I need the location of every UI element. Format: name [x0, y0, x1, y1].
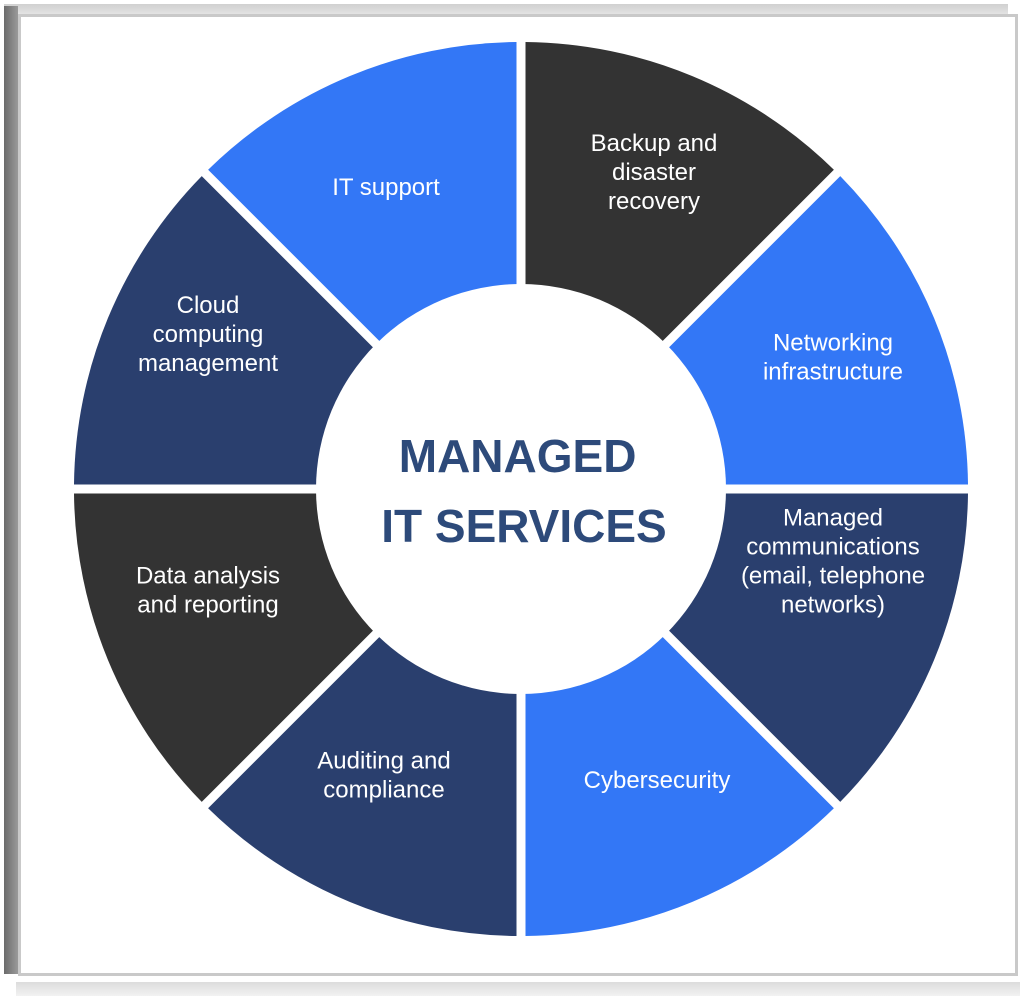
segment-label-communications-line-2: communications: [746, 534, 919, 561]
segment-auditing: [208, 598, 517, 936]
frame-shadow-left: [4, 6, 18, 974]
center-title-line-1: MANAGED: [399, 430, 637, 482]
segment-label-cybersecurity: Cybersecurity: [584, 767, 731, 794]
segment-communications: [630, 493, 968, 802]
segment-label-cloud-line-2: computing: [153, 321, 264, 348]
center-title: MANAGED IT SERVICES: [381, 430, 666, 552]
frame-shadow-bottom: [16, 982, 1020, 996]
segment-label-auditing-line-2: compliance: [323, 777, 444, 804]
segment-backup: [525, 42, 834, 380]
segment-label-communications-line-3: (email, telephone: [741, 563, 925, 590]
segment-cybersecurity: [525, 598, 834, 936]
segment-label-cloud-line-3: management: [138, 350, 278, 377]
segment-label-cybersecurity-line-1: Cybersecurity: [584, 767, 731, 794]
center-hub: [316, 284, 726, 694]
segment-label-communications-line-4: networks): [781, 592, 885, 619]
segment-label-backup-line-1: Backup and: [591, 130, 718, 157]
frame-shadow-top: [4, 4, 1008, 16]
segment-it-support: [208, 42, 517, 380]
segment-label-backup-line-3: recovery: [608, 188, 700, 215]
segment-label-communications-line-1: Managed: [783, 505, 883, 532]
segment-data-analysis: [74, 493, 412, 802]
segment-networking: [630, 176, 968, 485]
segment-label-networking-line-1: Networking: [773, 330, 893, 357]
center-title-line-2: IT SERVICES: [381, 500, 666, 552]
segment-label-networking-line-2: infrastructure: [763, 359, 903, 386]
segment-label-backup-line-2: disaster: [612, 159, 696, 186]
segment-label-it-support: IT support: [332, 174, 440, 201]
segment-label-it-support-line-1: IT support: [332, 174, 440, 201]
segment-label-data-analysis-line-2: and reporting: [137, 592, 278, 619]
segments-layer: [74, 42, 968, 936]
segment-label-cloud-line-1: Cloud: [177, 292, 240, 319]
segment-cloud: [74, 176, 412, 485]
segment-label-auditing-line-1: Auditing and: [317, 748, 450, 775]
segment-label-data-analysis-line-1: Data analysis: [136, 563, 280, 590]
